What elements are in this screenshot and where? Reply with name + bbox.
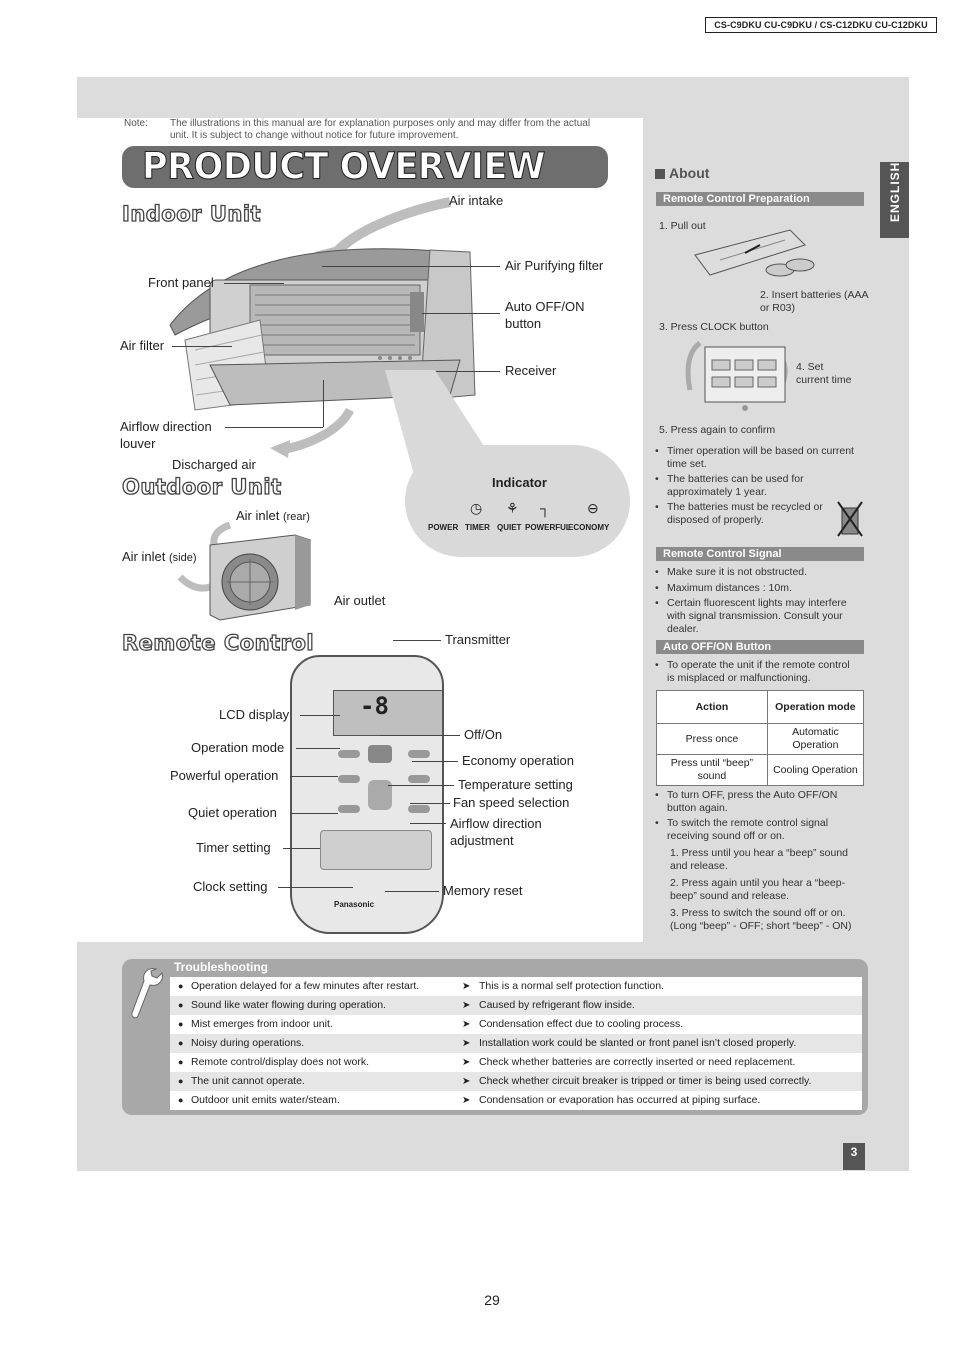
lcd-digits: -8 xyxy=(360,692,389,720)
prep-note-3: •The batteries must be recycled or dispo… xyxy=(655,501,835,527)
power-indicator-icon: ◷ xyxy=(470,500,482,517)
table-header: Operation mode xyxy=(767,691,863,724)
troubleshooting-row: ●Sound like water flowing during operati… xyxy=(170,996,862,1015)
prep-step-5: 5. Press again to confirm xyxy=(659,424,775,437)
remote-brand: Panasonic xyxy=(334,900,374,909)
temperature-setting-label: Temperature setting xyxy=(458,777,573,792)
model-code-header: CS-C9DKU CU-C9DKU / CS-C12DKU CU-C12DKU xyxy=(705,17,937,33)
battery-illustration xyxy=(690,225,830,285)
recycle-bin-icon xyxy=(836,500,864,538)
air-outlet-label: Air outlet xyxy=(334,593,385,608)
airflow-louver-label: Airflow direction louver xyxy=(120,418,230,452)
airflow-adjust-label: Airflow direction adjustment xyxy=(450,815,560,849)
remote-control-heading: Remote Control xyxy=(122,631,314,655)
indicator-powerful-label: POWERFUL xyxy=(525,523,571,532)
table-cell: Press once xyxy=(657,724,768,755)
auto-off-on-button-label: Auto OFF/ON button xyxy=(505,298,605,332)
auto-note-off: •To turn OFF, press the Auto OFF/ON butt… xyxy=(655,789,860,815)
discharged-air-label: Discharged air xyxy=(172,457,256,472)
troubleshooting-row: ●Remote control/display does not work. ➤… xyxy=(170,1053,862,1072)
prep-note-2: •The batteries can be used for approxima… xyxy=(655,473,850,499)
page-title: PRODUCT OVERVIEW xyxy=(142,145,545,189)
air-filter-label: Air filter xyxy=(120,338,164,353)
troubleshooting-row: ●Mist emerges from indoor unit. ➤Condens… xyxy=(170,1015,862,1034)
memory-reset-label: Memory reset xyxy=(443,883,522,898)
air-intake-label: Air intake xyxy=(449,193,503,208)
transmitter-label: Transmitter xyxy=(445,632,510,647)
indicator-callout-beam xyxy=(375,370,495,480)
sound-step-3: 3. Press to switch the sound off or on. … xyxy=(670,907,855,933)
quiet-operation-label: Quiet operation xyxy=(188,805,277,820)
table-row: Press once Automatic Operation xyxy=(657,724,864,755)
table-cell: Press until “beep” sound xyxy=(657,755,768,786)
fan-speed-label: Fan speed selection xyxy=(453,795,569,810)
prep-step-3: 3. Press CLOCK button xyxy=(659,321,769,334)
page-number: 29 xyxy=(0,1292,954,1308)
table-row: Press until “beep” sound Cooling Operati… xyxy=(657,755,864,786)
table-cell: Automatic Operation xyxy=(767,724,863,755)
troubleshooting-row: ●The unit cannot operate. ➤Check whether… xyxy=(170,1072,862,1091)
table-cell: Cooling Operation xyxy=(767,755,863,786)
wrench-icon xyxy=(128,965,168,1025)
quiet-indicator-icon: ┐ xyxy=(540,500,550,516)
troubleshooting-row: ●Operation delayed for a few minutes aft… xyxy=(170,977,862,996)
air-purifying-filter-label: Air Purifying filter xyxy=(505,258,603,273)
off-on-button[interactable] xyxy=(368,745,392,763)
section-page-badge: 3 xyxy=(843,1143,865,1170)
indicator-timer-label: TIMER xyxy=(465,523,490,532)
economy-operation-label: Economy operation xyxy=(462,753,574,768)
language-tab-label: ENGLISH xyxy=(888,168,902,222)
auto-button-heading: Auto OFF/ON Button xyxy=(656,640,864,654)
signal-note-3: •Certain fluorescent lights may interfer… xyxy=(655,597,860,636)
sound-step-2: 2. Press again until you hear a “beep-be… xyxy=(670,877,860,903)
troubleshooting-row: ●Outdoor unit emits water/steam. ➤Conden… xyxy=(170,1091,862,1110)
economy-indicator-icon: ⊖ xyxy=(587,500,599,517)
clock-setting-label: Clock setting xyxy=(193,879,267,894)
note-text: The illustrations in this manual are for… xyxy=(170,118,610,142)
powerful-operation-label: Powerful operation xyxy=(170,768,278,783)
indicator-title: Indicator xyxy=(492,475,547,490)
lcd-display-label: LCD display xyxy=(219,707,289,722)
signal-note-1: •Make sure it is not obstructed. xyxy=(655,566,860,579)
troubleshooting-title: Troubleshooting xyxy=(174,960,268,974)
timer-setting-label: Timer setting xyxy=(196,840,271,855)
about-heading: About xyxy=(655,165,709,181)
signal-note-2: •Maximum distances : 10m. xyxy=(655,582,860,595)
note-label: Note: xyxy=(124,118,148,129)
prep-heading: Remote Control Preparation xyxy=(656,192,864,206)
timer-clock-pad[interactable] xyxy=(320,830,432,870)
timer-indicator-icon: ⚘ xyxy=(506,500,519,517)
auto-button-action-table: Action Operation mode Press once Automat… xyxy=(656,690,864,786)
clock-setting-illustration xyxy=(680,335,790,420)
indicator-power-label: POWER xyxy=(428,523,458,532)
prep-note-1: •Timer operation will be based on curren… xyxy=(655,445,860,471)
auto-note: •To operate the unit if the remote contr… xyxy=(655,659,860,685)
off-on-label: Off/On xyxy=(464,727,502,742)
table-header-row: Action Operation mode xyxy=(657,691,864,724)
indicator-economy-label: ECONOMY xyxy=(568,523,609,532)
table-header: Action xyxy=(657,691,768,724)
signal-heading: Remote Control Signal xyxy=(656,547,864,561)
receiver-label: Receiver xyxy=(505,363,556,378)
front-panel-label: Front panel xyxy=(148,275,214,290)
sound-step-1: 1. Press until you hear a “beep” sound a… xyxy=(670,847,860,873)
indicator-quiet-label: QUIET xyxy=(497,523,521,532)
troubleshooting-row: ●Noisy during operations. ➤Installation … xyxy=(170,1034,862,1053)
operation-mode-label: Operation mode xyxy=(191,740,284,755)
outdoor-unit-heading: Outdoor Unit xyxy=(122,475,282,499)
outdoor-unit-illustration xyxy=(175,505,335,625)
prep-step-4: 4. Set current time xyxy=(796,361,856,387)
prep-step-2: 2. Insert batteries (AAA or R03) xyxy=(760,289,870,315)
indicator-icons: ◷ ⚘ ┐ ⊖ xyxy=(426,500,611,520)
auto-note-signal-sound: •To switch the remote control signal rec… xyxy=(655,817,860,843)
